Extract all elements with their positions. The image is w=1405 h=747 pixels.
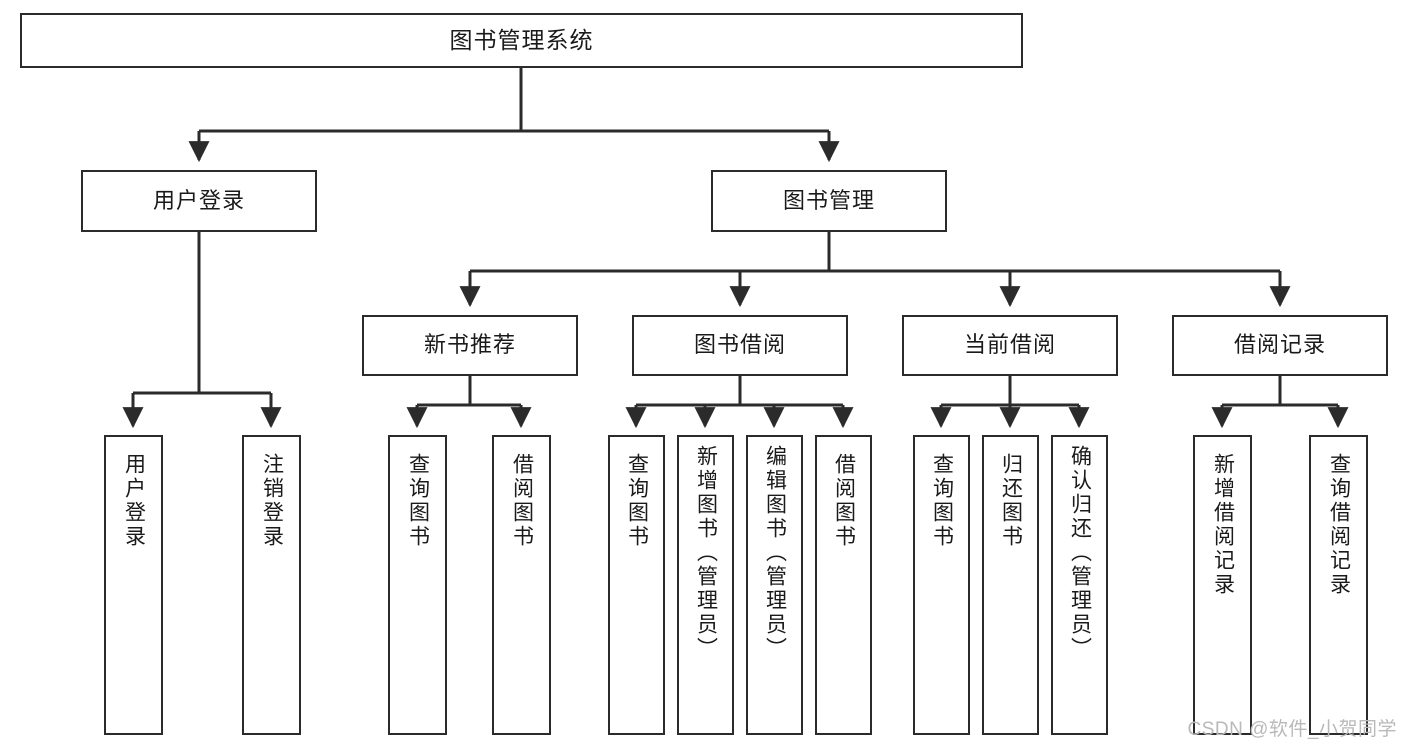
node-label: 查询借阅记录 bbox=[1327, 453, 1351, 597]
node-label: 借阅记录 bbox=[1233, 332, 1326, 358]
node-label: 图书管理系统 bbox=[449, 26, 594, 53]
leaf-add-book-admin[interactable]: 新增图书（管理员） bbox=[677, 435, 734, 735]
node-label: 用户登录 bbox=[122, 453, 146, 549]
leaf-return-book[interactable]: 归还图书 bbox=[982, 435, 1039, 735]
node-label: 编辑图书（管理员） bbox=[763, 445, 787, 661]
node-book-management[interactable]: 图书管理 bbox=[711, 170, 947, 232]
node-borrow-record[interactable]: 借阅记录 bbox=[1172, 315, 1388, 376]
leaf-query-borrow-record[interactable]: 查询借阅记录 bbox=[1309, 435, 1368, 735]
node-label: 查询图书 bbox=[625, 453, 649, 549]
node-user-login[interactable]: 用户登录 bbox=[81, 170, 317, 232]
node-label: 图书管理 bbox=[782, 187, 875, 213]
node-label: 查询图书 bbox=[930, 453, 954, 549]
node-book-borrow[interactable]: 图书借阅 bbox=[632, 315, 848, 376]
leaf-query-book-current[interactable]: 查询图书 bbox=[913, 435, 970, 735]
node-root-book-management-system[interactable]: 图书管理系统 bbox=[20, 13, 1023, 68]
watermark: CSDN @软件_小贺同学 bbox=[1187, 719, 1397, 740]
leaf-borrow-book-new[interactable]: 借阅图书 bbox=[492, 435, 551, 735]
node-label: 图书借阅 bbox=[693, 332, 786, 358]
node-label: 归还图书 bbox=[999, 453, 1023, 549]
leaf-edit-book-admin[interactable]: 编辑图书（管理员） bbox=[746, 435, 803, 735]
leaf-user-login[interactable]: 用户登录 bbox=[104, 435, 163, 735]
leaf-add-borrow-record[interactable]: 新增借阅记录 bbox=[1193, 435, 1252, 735]
node-label: 当前借阅 bbox=[963, 332, 1056, 358]
node-label: 查询图书 bbox=[406, 453, 430, 549]
leaf-confirm-return-admin[interactable]: 确认归还（管理员） bbox=[1051, 435, 1108, 735]
node-new-book-recommend[interactable]: 新书推荐 bbox=[362, 315, 578, 376]
node-label: 借阅图书 bbox=[832, 453, 856, 549]
leaf-borrow-book[interactable]: 借阅图书 bbox=[815, 435, 872, 735]
node-label: 注销登录 bbox=[260, 453, 284, 549]
node-label: 确认归还（管理员） bbox=[1068, 445, 1092, 661]
leaf-query-book-borrow[interactable]: 查询图书 bbox=[608, 435, 665, 735]
node-label: 用户登录 bbox=[152, 187, 245, 213]
leaf-user-logout[interactable]: 注销登录 bbox=[242, 435, 301, 735]
leaf-query-book-new[interactable]: 查询图书 bbox=[388, 435, 447, 735]
node-current-borrow[interactable]: 当前借阅 bbox=[902, 315, 1118, 376]
node-label: 新增借阅记录 bbox=[1211, 453, 1235, 597]
node-label: 新增图书（管理员） bbox=[694, 445, 718, 661]
node-label: 新书推荐 bbox=[423, 332, 516, 358]
node-label: 借阅图书 bbox=[510, 453, 534, 549]
